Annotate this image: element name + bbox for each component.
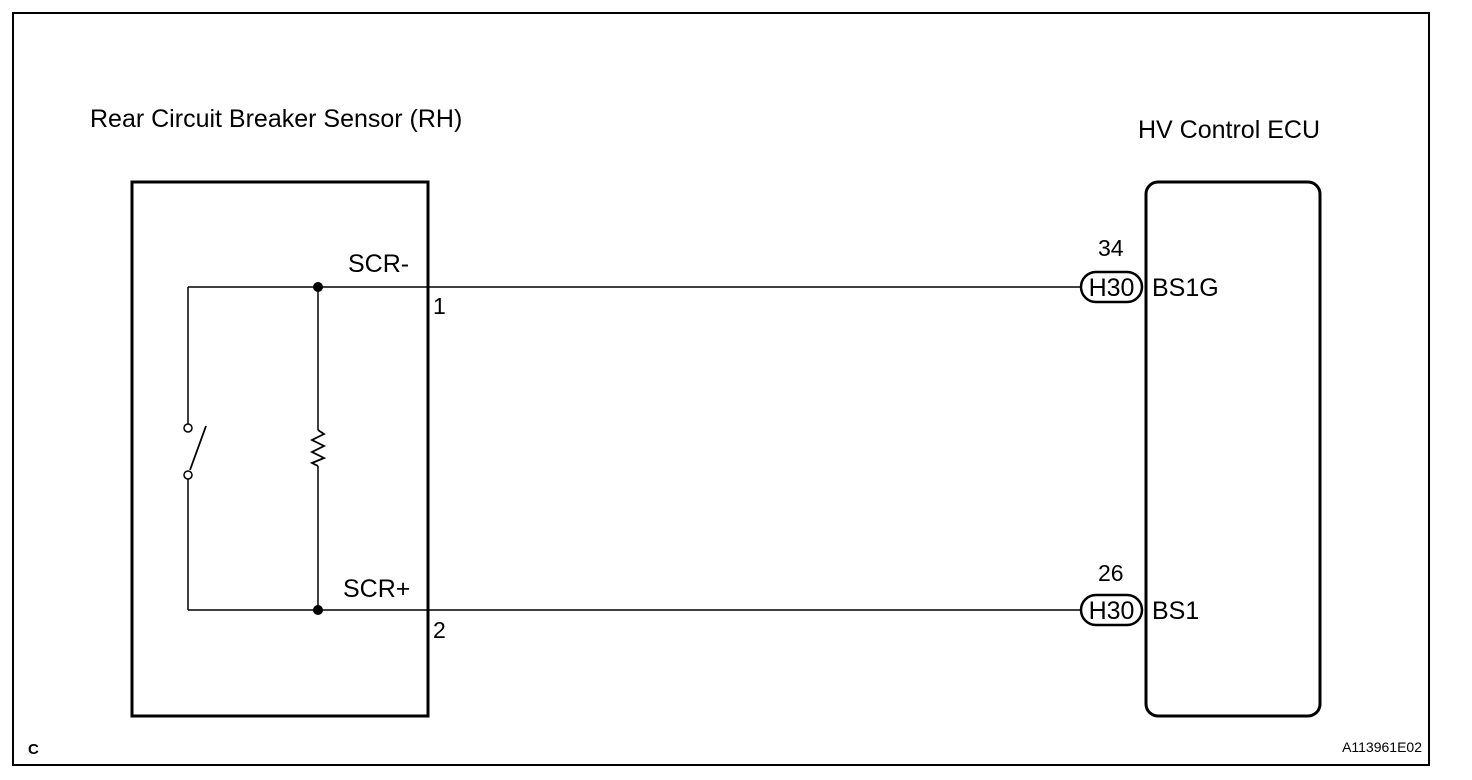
connector-code-1: H30	[1089, 274, 1135, 302]
sensor-title: Rear Circuit Breaker Sensor (RH)	[90, 105, 462, 133]
diagram-frame	[12, 12, 1430, 766]
resistor-icon	[309, 429, 327, 467]
ecu-box	[1144, 180, 1322, 718]
ecu-pin-name-1: BS1G	[1152, 274, 1219, 302]
figure-id: A113961E02	[1342, 739, 1422, 755]
ecu-pin-name-2: BS1	[1152, 597, 1199, 625]
sensor-pin-number-1: 1	[433, 293, 446, 319]
sensor-pin-name-1: SCR-	[348, 250, 409, 278]
ecu-connector-1: H30	[1079, 270, 1144, 304]
ecu-title: HV Control ECU	[1138, 116, 1320, 144]
ecu-connector-2: H30	[1079, 593, 1144, 627]
connector-code-2: H30	[1089, 597, 1135, 625]
switch-icon	[183, 423, 207, 480]
sensor-internal-circuit	[183, 282, 327, 615]
sensor-pin-name-2: SCR+	[343, 575, 410, 603]
ecu-pin-number-1: 34	[1098, 235, 1124, 261]
ecu-pin-number-2: 26	[1098, 560, 1124, 586]
sensor-box	[130, 180, 430, 718]
section-code: C	[28, 741, 39, 758]
sensor-pin-number-2: 2	[433, 617, 446, 643]
